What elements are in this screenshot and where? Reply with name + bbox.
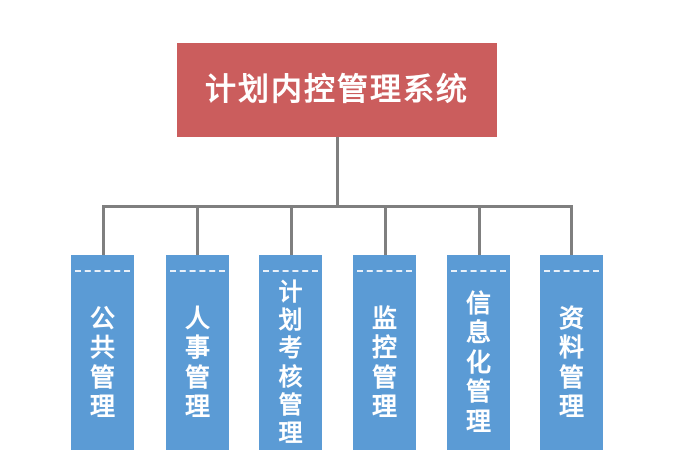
leaf-divider-icon-4 <box>357 270 412 272</box>
connector-drop-6 <box>570 205 573 256</box>
connector-drop-5 <box>478 205 481 256</box>
connector-drop-3 <box>290 205 293 256</box>
leaf-node-label-4: 监控管理 <box>371 303 397 422</box>
leaf-node-label-6: 资料管理 <box>558 303 584 422</box>
connector-drop-2 <box>196 205 199 256</box>
leaf-divider-icon-1 <box>75 270 130 272</box>
leaf-divider-icon-3 <box>263 270 318 272</box>
connector-trunk-vertical <box>336 137 339 207</box>
leaf-node-5[interactable]: 信息化管理 <box>447 255 510 450</box>
leaf-divider-icon-5 <box>451 270 506 272</box>
leaf-node-label-1: 公共管理 <box>89 303 115 422</box>
leaf-node-2[interactable]: 人事管理 <box>166 255 229 450</box>
leaf-node-label-3: 计划考核管理 <box>278 277 303 448</box>
leaf-node-label-5: 信息化管理 <box>465 288 491 436</box>
root-node-label: 计划内控管理系统 <box>205 71 469 108</box>
connector-drop-1 <box>102 205 105 256</box>
leaf-node-label-2: 人事管理 <box>184 303 210 422</box>
leaf-node-3[interactable]: 计划考核管理 <box>259 255 322 450</box>
connector-bus-horizontal <box>102 205 573 208</box>
leaf-node-6[interactable]: 资料管理 <box>540 255 603 450</box>
leaf-node-4[interactable]: 监控管理 <box>353 255 416 450</box>
connector-drop-4 <box>384 205 387 256</box>
leaf-node-1[interactable]: 公共管理 <box>71 255 134 450</box>
leaf-divider-icon-2 <box>170 270 225 272</box>
leaf-divider-icon-6 <box>544 270 599 272</box>
root-node-plan-internal-control-system[interactable]: 计划内控管理系统 <box>177 43 497 137</box>
